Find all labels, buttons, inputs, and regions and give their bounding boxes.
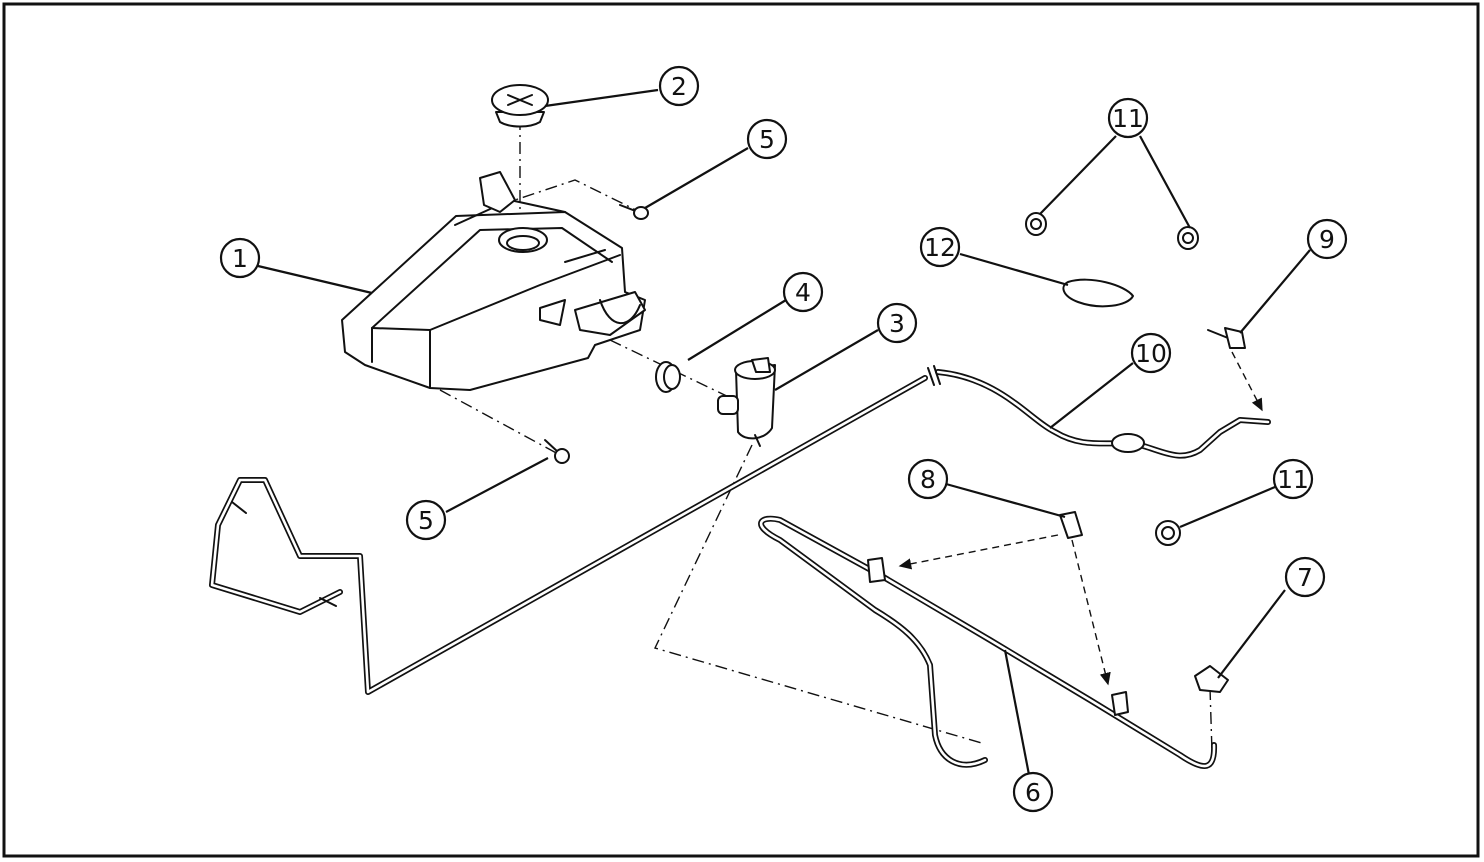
- washer-hose-right: [927, 365, 1271, 459]
- callout-label: 10: [1135, 339, 1167, 368]
- push-nut-1: [1025, 212, 1047, 236]
- callout-label: 2: [671, 72, 687, 101]
- push-nut-2: [1177, 226, 1199, 250]
- callout-2: 2: [658, 65, 700, 107]
- callout-label: 1: [232, 244, 248, 273]
- callout-label: 12: [924, 233, 956, 262]
- callout-label: 11: [1277, 465, 1309, 494]
- hose-clip-upper: [1059, 511, 1083, 539]
- callout-5b: 5: [405, 499, 447, 541]
- callout-3: 3: [876, 302, 918, 344]
- callout-label: 5: [759, 125, 775, 154]
- clip-arrow-down: [1071, 539, 1111, 686]
- washer-hose-lower: [758, 515, 1218, 770]
- leader-lines: [257, 88, 1311, 781]
- callout-label: 7: [1297, 563, 1313, 592]
- washer-pump: [717, 357, 776, 447]
- callout-label: 6: [1025, 778, 1041, 807]
- washer-hose-long: [209, 375, 928, 695]
- hose-clip-mid: [867, 557, 886, 583]
- mounting-bolt-lower: [544, 439, 570, 464]
- callout-6: 6: [1012, 771, 1054, 813]
- callout-10: 10: [1130, 332, 1172, 374]
- callout-label: 11: [1112, 104, 1144, 133]
- callout-9: 9: [1306, 218, 1348, 260]
- callout-7: 7: [1284, 556, 1326, 598]
- callout-label: 9: [1319, 225, 1335, 254]
- callout-label: 4: [795, 278, 811, 307]
- push-nut-3: [1155, 520, 1181, 546]
- clip-arrow-left: [898, 534, 1059, 570]
- washer-reservoir: [341, 171, 646, 391]
- callout-1: 1: [219, 237, 261, 279]
- callout-11b: 11: [1272, 458, 1314, 500]
- callout-4: 4: [782, 271, 824, 313]
- nozzle-arrow: [1231, 351, 1263, 412]
- callout-8: 8: [907, 458, 949, 500]
- washer-nozzle-front: [1207, 327, 1246, 349]
- callout-label: 8: [920, 465, 936, 494]
- callout-11a: 11: [1107, 97, 1149, 139]
- callout-12: 12: [919, 226, 961, 268]
- hose-clip-lower: [1111, 691, 1129, 716]
- pump-grommet: [655, 361, 681, 393]
- callout-5a: 5: [746, 118, 788, 160]
- callout-label: 3: [889, 309, 905, 338]
- hole-plug: [1062, 278, 1134, 308]
- reservoir-cap: [491, 84, 549, 128]
- callout-label: 5: [418, 506, 434, 535]
- washer-nozzle-rear: [1194, 665, 1229, 693]
- mounting-bolt-upper: [619, 204, 649, 220]
